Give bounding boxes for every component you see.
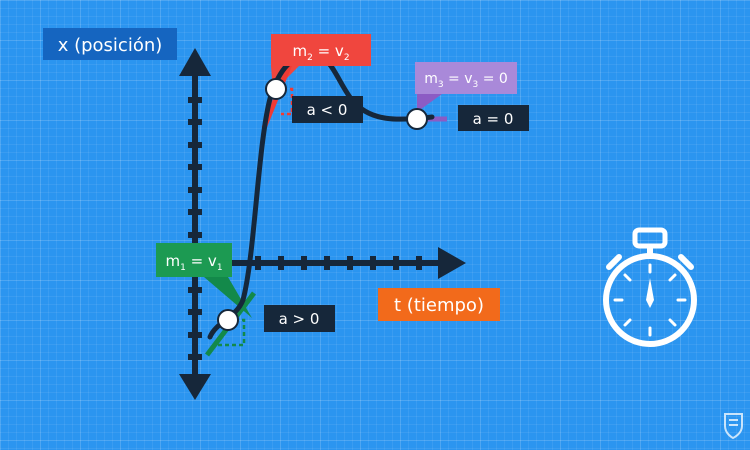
accel-label-3: a = 0	[458, 105, 529, 131]
slope-label-2-text: m2 = v2	[292, 42, 349, 63]
x-axis	[228, 247, 466, 279]
accel-label-3-text: a = 0	[473, 110, 514, 128]
slope-label-3: m3 = v3 = 0	[415, 62, 517, 94]
point-1	[217, 309, 239, 331]
y-axis	[179, 48, 211, 400]
accel-label-1: a > 0	[264, 305, 335, 332]
logo-icon	[724, 413, 743, 440]
y-axis-label-text: x (posición)	[58, 35, 163, 56]
slope-label-3-text: m3 = v3 = 0	[424, 71, 508, 90]
point-3	[406, 108, 428, 130]
y-axis-label: x (posición)	[43, 28, 177, 60]
x-axis-label-text: t (tiempo)	[394, 295, 484, 316]
accel-label-2-text: a < 0	[307, 101, 348, 119]
point-2	[265, 78, 287, 100]
accel-label-1-text: a > 0	[279, 310, 320, 328]
stopwatch-icon	[603, 227, 697, 347]
slope-label-1: m1 = v1	[156, 243, 232, 277]
slope-label-2: m2 = v2	[271, 34, 371, 66]
slope-label-1-text: m1 = v1	[165, 252, 222, 273]
accel-label-2: a < 0	[292, 96, 363, 123]
x-axis-label: t (tiempo)	[378, 288, 500, 321]
